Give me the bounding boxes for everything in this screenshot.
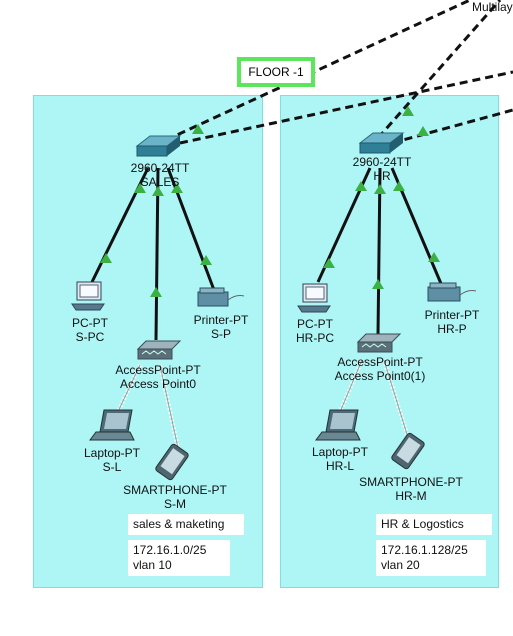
device-name: Access Point0 bbox=[119, 377, 197, 391]
switch-icon[interactable] bbox=[358, 132, 405, 154]
device-name: HR-L bbox=[325, 459, 354, 473]
hr-note-title[interactable]: HR & Logostics bbox=[376, 514, 492, 535]
status-arrow bbox=[200, 255, 212, 265]
device-model: Printer-PT bbox=[193, 313, 249, 327]
hr-pc-label: PC-PT HR-PC bbox=[280, 317, 350, 345]
device-model: PC-PT bbox=[72, 316, 108, 330]
status-arrow bbox=[134, 183, 146, 193]
switch-model: 2960-24TT bbox=[352, 155, 412, 169]
printer-icon[interactable] bbox=[197, 287, 245, 307]
hr-ap-label: AccessPoint-PT Access Point0(1) bbox=[322, 355, 438, 383]
device-model: Laptop-PT bbox=[83, 446, 141, 460]
printer-icon[interactable] bbox=[427, 282, 477, 302]
device-model: AccessPoint-PT bbox=[337, 355, 423, 369]
device-name: Access Point0(1) bbox=[334, 369, 426, 383]
sales-ap-label: AccessPoint-PT Access Point0 bbox=[103, 363, 213, 391]
device-name: S-L bbox=[102, 460, 122, 474]
status-arrow bbox=[192, 124, 204, 134]
laptop-icon[interactable] bbox=[315, 409, 361, 441]
vlan-id: vlan 20 bbox=[381, 558, 420, 572]
uplink-hr-2 bbox=[391, 108, 513, 145]
status-arrow bbox=[374, 184, 386, 194]
smartphone-icon[interactable] bbox=[155, 443, 190, 481]
floor-label[interactable]: FLOOR -1 bbox=[237, 57, 315, 87]
switch-model: 2960-24TT bbox=[130, 161, 190, 175]
switch-name: HR bbox=[373, 169, 391, 183]
sales-printer-label: Printer-PT S-P bbox=[181, 313, 261, 341]
uplink-sales-1 bbox=[165, 0, 471, 142]
sales-note-title[interactable]: sales & maketing bbox=[128, 514, 244, 535]
uplink-hr-1 bbox=[376, 0, 502, 139]
link-hr-ap bbox=[376, 167, 382, 336]
device-name: HR-P bbox=[437, 322, 467, 336]
status-arrow bbox=[323, 258, 335, 268]
device-name: S-P bbox=[210, 327, 231, 341]
hr-note-network[interactable]: 172.16.1.128/25 vlan 20 bbox=[376, 540, 486, 576]
status-arrow bbox=[417, 126, 429, 136]
switch-name: SALES bbox=[140, 175, 180, 189]
access-point-icon[interactable] bbox=[136, 340, 182, 360]
status-arrow bbox=[372, 279, 384, 289]
device-name: S-PC bbox=[75, 330, 105, 344]
status-arrow bbox=[100, 253, 112, 263]
device-name: S-M bbox=[164, 497, 186, 511]
sales-laptop-label: Laptop-PT S-L bbox=[72, 446, 152, 474]
sales-pc-label: PC-PT S-PC bbox=[55, 316, 125, 344]
smartphone-icon[interactable] bbox=[391, 432, 426, 470]
status-arrow bbox=[152, 186, 164, 196]
pc-icon[interactable] bbox=[297, 283, 331, 313]
network-address: 172.16.1.128/25 bbox=[381, 543, 468, 557]
device-model: Laptop-PT bbox=[311, 445, 369, 459]
device-model: SMARTPHONE-PT bbox=[359, 475, 463, 489]
sales-switch-label: 2960-24TT SALES bbox=[110, 161, 210, 189]
pc-icon[interactable] bbox=[71, 281, 105, 311]
status-arrow bbox=[393, 181, 405, 191]
device-model: AccessPoint-PT bbox=[115, 363, 201, 377]
status-arrow bbox=[355, 181, 367, 191]
access-point-icon[interactable] bbox=[356, 333, 402, 353]
sales-phone-label: SMARTPHONE-PT S-M bbox=[110, 483, 240, 511]
sales-note-network[interactable]: 172.16.1.0/25 vlan 10 bbox=[128, 540, 230, 576]
hr-switch-label: 2960-24TT HR bbox=[332, 155, 432, 183]
network-address: 172.16.1.0/25 bbox=[133, 543, 207, 557]
hr-phone-label: SMARTPHONE-PT HR-M bbox=[346, 475, 476, 503]
device-name: HR-PC bbox=[296, 331, 334, 345]
device-model: PC-PT bbox=[297, 317, 333, 331]
hr-laptop-label: Laptop-PT HR-L bbox=[300, 445, 380, 473]
hr-printer-label: Printer-PT HR-P bbox=[412, 308, 492, 336]
link-sales-ap bbox=[154, 167, 160, 341]
device-model: SMARTPHONE-PT bbox=[123, 483, 227, 497]
laptop-icon[interactable] bbox=[89, 409, 135, 441]
device-model: Printer-PT bbox=[424, 308, 480, 322]
status-arrow bbox=[171, 183, 183, 193]
uplink-sales-2 bbox=[179, 70, 513, 145]
status-arrow bbox=[150, 287, 162, 297]
device-name: HR-M bbox=[395, 489, 427, 503]
multilayer-switch-label: Multilay bbox=[472, 0, 513, 14]
status-arrow bbox=[402, 106, 414, 116]
status-arrow bbox=[428, 252, 440, 262]
vlan-id: vlan 10 bbox=[133, 558, 172, 572]
switch-icon[interactable] bbox=[135, 135, 182, 157]
